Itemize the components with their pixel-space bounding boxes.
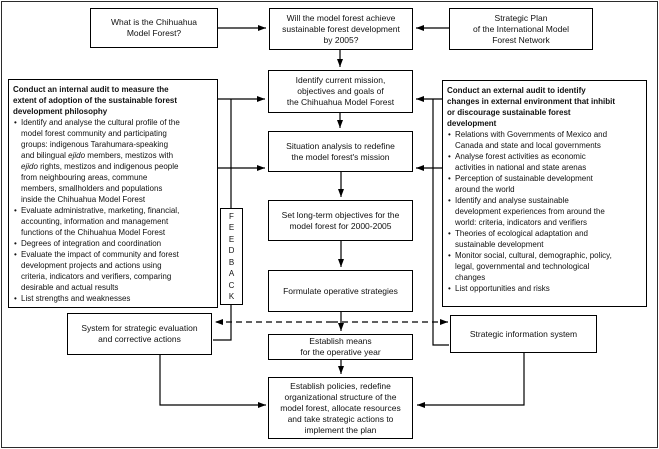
box-identify-mission: Identify current mission, objectives and… [268, 70, 413, 113]
box-internal-audit: Conduct an internal audit to measure the… [8, 79, 218, 308]
box-situation-analysis: Situation analysis to redefine the model… [268, 131, 413, 172]
connector-evaluation-to-implement [159, 355, 266, 408]
box-strategic-plan: Strategic Plan of the International Mode… [449, 8, 593, 50]
bullet-item: Analyse forest activities as economic ac… [447, 151, 642, 173]
internal-audit-title: Conduct an internal audit to measure the… [13, 85, 178, 116]
box-implement-plan: Establish policies, redefine organizatio… [268, 377, 413, 439]
external-audit-bullets: Relations with Governments of Mexico and… [447, 129, 642, 294]
box-long-term-objectives: Set long-term objectives for the model f… [268, 200, 413, 241]
box-what-is-model-forest: What is the Chihuahua Model Forest? [90, 8, 218, 48]
box-external-audit: Conduct an external audit to identify ch… [442, 80, 647, 307]
bullet-item: List opportunities and risks [447, 283, 642, 294]
external-audit-title: Conduct an external audit to identify ch… [447, 86, 616, 128]
bullet-item: List strengths and weaknesses [13, 293, 213, 304]
bullet-item: Perception of sustainable development ar… [447, 173, 642, 195]
box-operative-strategies: Formulate operative strategies [268, 270, 413, 312]
internal-audit-bullets: Identify and analyse the cultural profil… [13, 117, 213, 304]
bullet-item: Identify and analyse the cultural profil… [13, 117, 213, 205]
bullet-item: Degrees of integration and coordination [13, 238, 213, 249]
box-central-question: Will the model forest achieve sustainabl… [269, 8, 413, 50]
bullet-item: Theories of ecological adaptation and su… [447, 228, 642, 250]
box-information-system: Strategic information system [450, 315, 597, 353]
connector-external-to-information [432, 99, 449, 346]
bullet-item: Monitor social, cultural, demographic, p… [447, 250, 642, 283]
connector-information-to-implement [417, 353, 525, 408]
bullet-item: Evaluate the impact of community and for… [13, 249, 213, 293]
bullet-item: Relations with Governments of Mexico and… [447, 129, 642, 151]
box-evaluation-system: System for strategic evaluation and corr… [67, 313, 212, 355]
box-feedback: F E E D B A C K [220, 208, 243, 305]
bullet-item: Identify and analyse sustainable develop… [447, 195, 642, 228]
box-establish-means: Establish means for the operative year [268, 334, 413, 360]
connector-feedback-to-evaluation [213, 305, 232, 341]
bullet-item: Evaluate administrative, marketing, fina… [13, 205, 213, 238]
